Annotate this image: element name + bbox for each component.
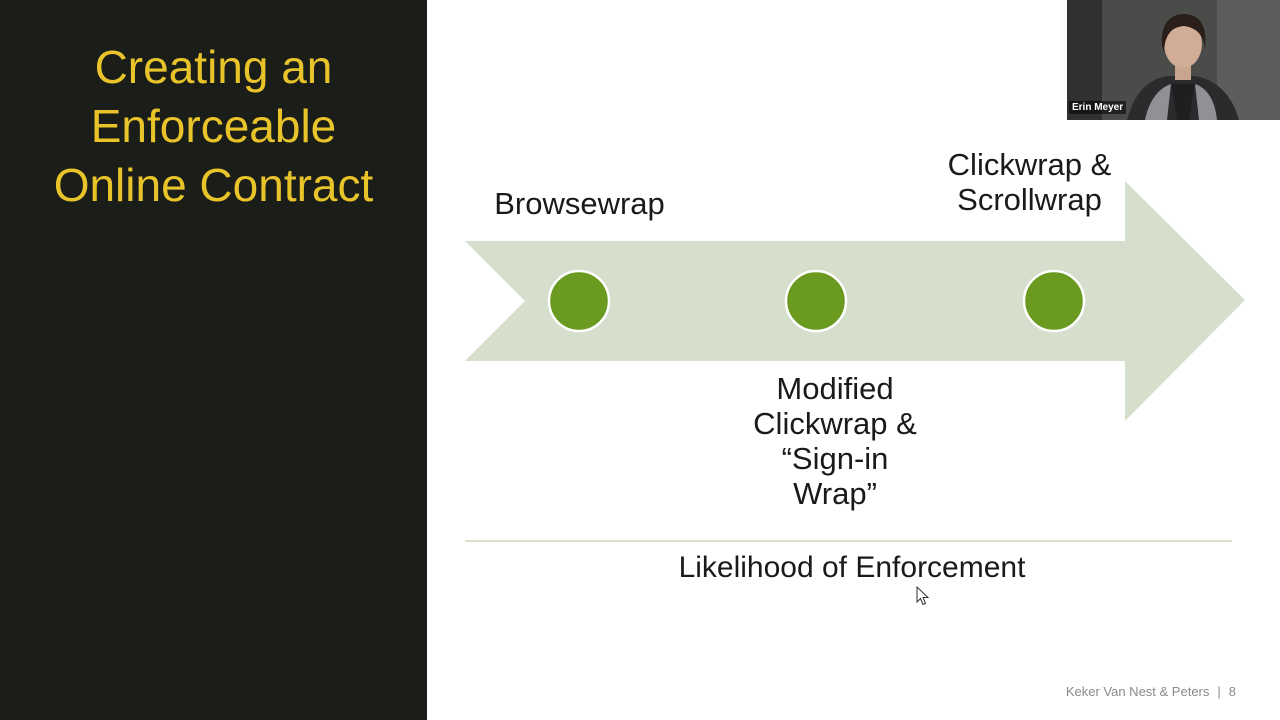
slide-title-panel: Creating an Enforceable Online Contract bbox=[0, 0, 427, 720]
clickwrap-label-line-1: Clickwrap & bbox=[947, 147, 1112, 182]
browsewrap-label: Browsewrap bbox=[494, 186, 665, 221]
likelihood-axis-label: Likelihood of Enforcement bbox=[678, 551, 1026, 584]
browsewrap-dot bbox=[547, 269, 611, 333]
modified-clickwrap-dot bbox=[784, 269, 848, 333]
slide-footer: Keker Van Nest & Peters | 8 bbox=[1066, 684, 1236, 699]
enforcement-arrow-diagram bbox=[465, 181, 1245, 421]
modified-label-line-4: Wrap” bbox=[793, 476, 877, 511]
axis-divider bbox=[465, 540, 1232, 542]
slide-page-number: 8 bbox=[1228, 684, 1236, 699]
clickwrap-label-line-2: Scrollwrap bbox=[957, 182, 1102, 217]
participant-video-feed bbox=[1067, 0, 1280, 120]
slide-title-line-1: Creating an bbox=[94, 41, 333, 93]
clickwrap-dot bbox=[1022, 269, 1086, 333]
clickwrap-scrollwrap-label: Clickwrap & Scrollwrap bbox=[927, 147, 1132, 217]
slide-title-line-3: Online Contract bbox=[53, 159, 374, 211]
modified-clickwrap-label: Modified Clickwrap & “Sign-in Wrap” bbox=[725, 371, 945, 511]
mouse-pointer-icon bbox=[916, 586, 930, 606]
slide-title-line-2: Enforceable bbox=[90, 100, 337, 152]
enforcement-arrow bbox=[465, 181, 1245, 421]
slide-title: Creating an Enforceable Online Contract bbox=[0, 38, 427, 215]
footer-firm-name: Keker Van Nest & Peters bbox=[1065, 684, 1210, 699]
participant-name-label: Erin Meyer bbox=[1069, 101, 1127, 114]
footer-separator: | bbox=[1217, 684, 1221, 699]
slide-content: Browsewrap Clickwrap & Scrollwrap Modifi… bbox=[427, 0, 1280, 720]
modified-label-line-3: “Sign-in bbox=[781, 441, 889, 476]
modified-label-line-1: Modified bbox=[776, 371, 894, 406]
modified-label-line-2: Clickwrap & bbox=[753, 406, 917, 441]
participant-video-tile[interactable]: Erin Meyer bbox=[1067, 0, 1280, 120]
